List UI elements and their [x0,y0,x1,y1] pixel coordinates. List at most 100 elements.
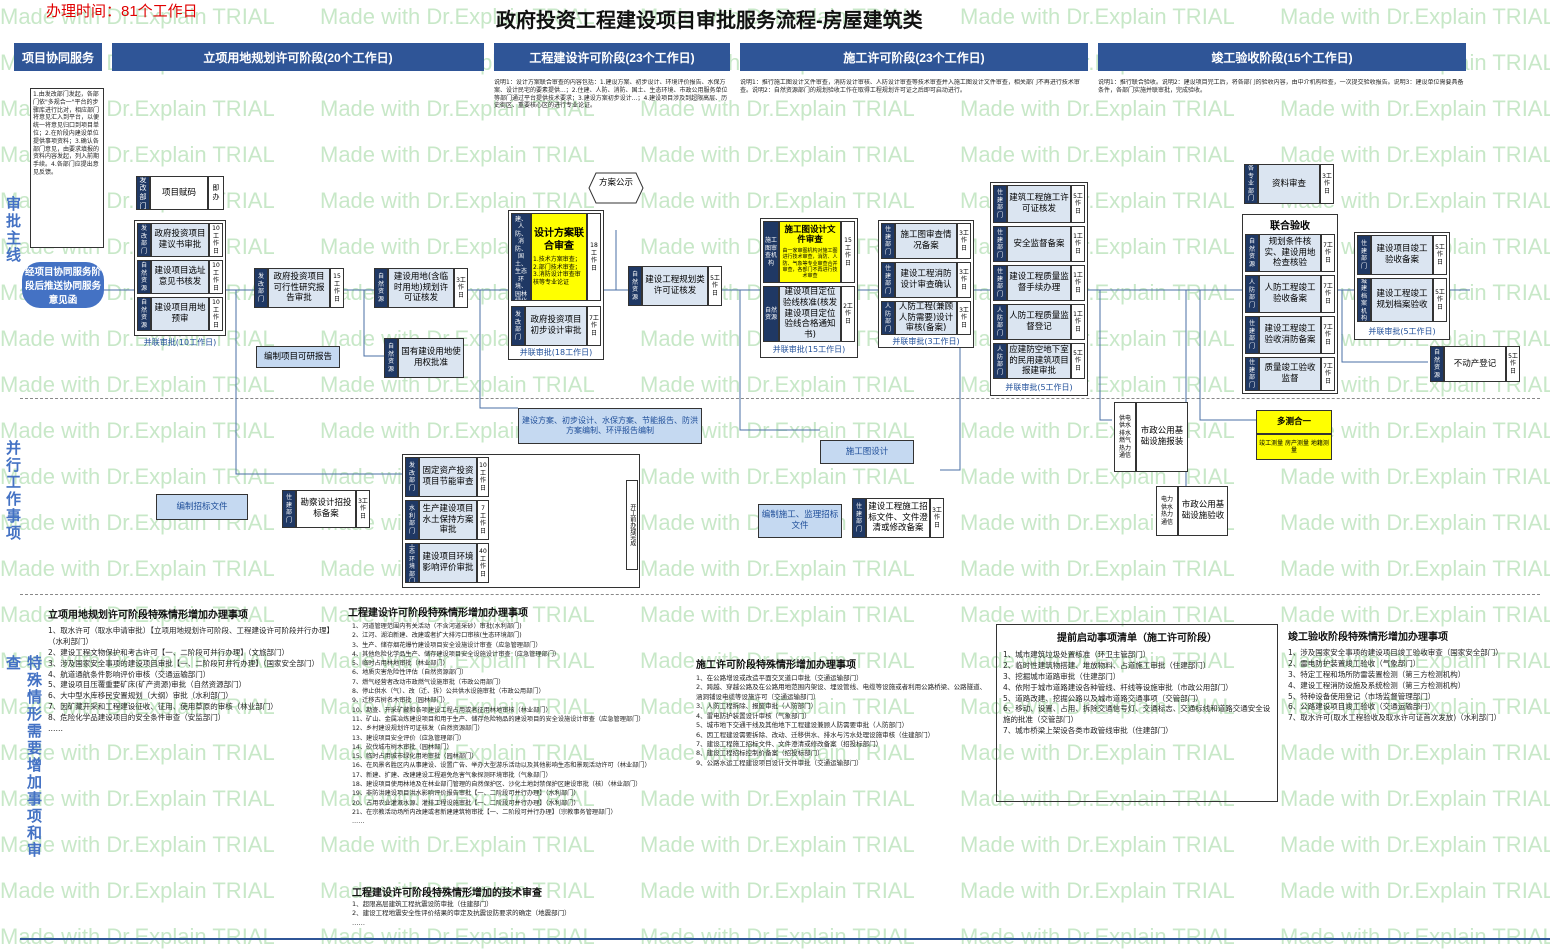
p4-muni-apply[interactable]: 市政公用基础设施报装 [1136,402,1188,472]
p4-f-dept: 城建档案机构 [1357,278,1371,322]
p2-design-title: 设计方案联合审查 [534,228,584,252]
p3-drawing-review[interactable]: 施工图设计文件审查 由一家审图机构对施工图进行技术审查，消防、人防、气象等专业审… [779,221,841,283]
p2-joint-label: 并联审批(18工作日) [519,348,593,357]
s4-item: 4、依附于城市道路建设各种管线、杆线等设施审批（市政公用部门） [1003,682,1233,692]
p3-joint2-label: 并联审批(3工作日) [892,337,960,346]
s2-title: 工程建设许可阶段特殊情形增加办理事项 [348,608,528,619]
page-title: 政府投资工程建设项目审批服务流程-房屋建筑类 [496,10,923,32]
s2b-list: 1、超限高层建筑工程抗震设防审批（住建部门） 2、建设工程地震安全性评价结果的审… [352,900,686,928]
par-survey-dept: 住建部门 [282,490,296,528]
p3-construction-drawing[interactable]: 施工图设计 [820,440,914,464]
par-c-dept: 生态环境部门 [405,543,419,583]
s2-item: 11、矿山、金属冶炼建设项目和用于生产、储存危险物品的建设项目的安全设施设计审查… [352,715,645,723]
p1-feasibility-approval[interactable]: 政府投资项目可行性研究报告审批 [268,268,330,308]
p4-completion-record[interactable]: 建设项目竣工验收备案 [1371,235,1433,275]
par-energy-review[interactable]: 固定资产投资项目节能审查 [419,457,477,497]
phase-construction: 施工许可阶段(23个工作日) [740,43,1088,71]
p4-fire-acceptance[interactable]: 建设工程竣工验收消防备案 [1259,316,1321,354]
p3-a-dept: 住建部门 [881,223,895,259]
p4-a-days: 7工作日 [1321,234,1335,272]
s4-list: 1、城市建筑垃圾处置核准（环卫主管部门） 2、临时性建筑物搭建、堆放物料、占道施… [1003,650,1271,737]
s2-item: 19、非防洪建设项目洪水影响评价报告审批【一、二阶段可并行办理】（水利部门） [352,790,580,798]
p2-design-joint-review[interactable]: 设计方案联合审查 1.技术方案审查；2.部门技术审查；3.消防设计审查审核等专业… [531,213,587,301]
par-b-days: 7工作日 [477,500,489,540]
par-b-dept: 水利部门 [405,500,419,540]
p1-proposal-approval[interactable]: 政府投资项目建议书审批 [151,223,209,257]
p3-construction-permit[interactable]: 建筑工程施工许可证核发 [1007,185,1071,223]
p2-plan-publicity[interactable]: 方案公示 [598,178,633,188]
s1-item: 2、建设工程文物保护和考古许可【一、二阶段可并行办理】（文旅部门） [48,647,290,657]
p2-planning-license[interactable]: 建设工程规划类许可证核发 [642,266,708,306]
p2-parallel-prep[interactable]: 建设方案、初步设计、水保方案、节能报告、防洪方案编制、环评报告编制 [518,408,702,444]
p1-e-dept: 自然资源 [374,268,388,308]
p3-h-days: 5工作日 [1071,343,1085,379]
p3-d-days: 5工作日 [1071,185,1085,223]
p4-muni-acceptance[interactable]: 市政公用基础设施验收 [1178,486,1228,536]
p1-joint-label: 并联审批(10工作日) [143,338,217,347]
p3-bid-docs[interactable]: 编制施工、监理招标文件 [758,504,842,538]
s2-item: 18、建设项目使用林地及在林业部门管理的自然保护区、沙化土地封禁保护区建设审批（… [352,781,642,789]
p3-bidrec-dept: 住建部门 [852,498,866,538]
par-soil-water[interactable]: 生产建设项目水土保持方案审批 [419,500,477,540]
par-survey-days: 3工作日 [356,490,370,528]
p3-bid-record[interactable]: 建设工程施工招标文件、文件澄清或修改备案 [866,498,930,538]
par-bid-docs[interactable]: 编制招标文件 [156,494,248,520]
s1-item: 7、因矿藏开采和工程建设征收、征用、使用草原的审核（林业部门） [48,702,278,712]
p1-feasibility-report[interactable]: 编制项目可研报告 [256,346,340,368]
p2-review-depts: 住建、人防、消防、国土、生态环境、园林绿化 [511,213,531,301]
p4-data-review[interactable]: 资料审查 [1258,164,1320,204]
coord-oval[interactable]: 经项目协同服务阶段后推送协同服务意见函 [22,262,104,308]
par-survey-record[interactable]: 勘察设计招投标备案 [296,490,356,528]
p3-b-days: 3工作日 [957,262,971,298]
s3-item: 9、公路水运工程建设项目设计文件审批（交通运输部门） [696,758,863,767]
p3-quality-supervision[interactable]: 建设工程质量监督手续办理 [1007,265,1071,301]
p4-property-register[interactable]: 不动产登记 [1444,346,1506,382]
par-before-start: 开工前办理完成 [626,480,638,570]
p3-fire-design-check[interactable]: 建设工程消防设计审查确认 [895,262,957,298]
p4-b-dept: 人防部门 [1245,275,1259,313]
par-eia-approval[interactable]: 建设项目环境影响评价审批 [419,543,477,583]
s5-item: 2、雷电防护装置竣工验收（气象部门） [1288,658,1421,668]
p3-drawing-record[interactable]: 施工图审查情况备案 [895,223,957,259]
p1-land-pre-review[interactable]: 建设项目用地预审 [151,297,209,331]
p3-g-days: 1工作日 [1071,304,1085,340]
p4-multi-survey-items: 竣工测量 房产测量 地籍测量 [1256,434,1332,460]
p4-f-days: 5工作日 [1433,278,1447,322]
s2-item: 14、砍伐城市树木审批（园林部门） [352,743,453,751]
s2-item: 16、在风景名胜区内从事建设、设置广告、举办大型游乐活动以及其他影响生态和景观活… [352,762,651,770]
s1-item: 8、危险化学品建设项目的安全条件审查（安监部门） [48,713,226,722]
p1-a-dept: 发改部门 [137,223,151,257]
s3-item: 3、人防工程拆除、报废审批（人防部门） [696,702,818,711]
p1-land-planning-permit[interactable]: 建设用地(含临时用地)规划许可证核发 [388,268,454,308]
s2-item: 7、燃气经营者改动市政燃气设施审批（市政公用部门） [352,678,505,686]
p4-d-dept: 住建部门 [1245,357,1259,391]
p3-position-verify[interactable]: 建设项目定位验线核准(核发建设项目定位验线合格通知书) [779,286,841,342]
p1-fagai-dept: 发改部门 [136,176,150,210]
s4-item: 3、挖掘城市道路审批（住建部门） [1003,671,1121,681]
p3-e-dept: 住建部门 [993,226,1007,262]
p2-preliminary-design[interactable]: 政府投资项目初步设计审批 [525,306,587,346]
acceptance-note: 说明1：推行联合验收。说明2：建设项目完工后，将各部门的验收内容，由中介机构检查… [1098,79,1464,94]
p3-civil-quality-register[interactable]: 人防工程质量监督登记 [1007,304,1071,340]
lane-special: 特殊情形需要增加事项和审查 [4,655,42,859]
s3-item: 2、跨越、穿越公路及在公路用地范围内架设、埋设管线、电缆等设施或者利用公路桥梁、… [696,683,987,701]
p3-air-defense-basement[interactable]: 应建防空地下室的民用建筑项目报建审批 [1007,343,1071,379]
p3-safety-supervision[interactable]: 安全监督备案 [1007,226,1071,262]
p4-multi-survey[interactable]: 多测合一 [1256,410,1332,434]
p3-c-days: 3工作日 [957,301,971,335]
p4-joint-title: 联合验收 [1270,221,1310,232]
p4-planning-verify[interactable]: 规划条件核实、建设用地检查核验 [1259,234,1321,272]
p1-land-use-right[interactable]: 国有建设用地使用权批准 [398,338,464,378]
p4-archive-acceptance[interactable]: 建设工程竣工规划档案验收 [1371,278,1433,322]
p4-civil-acceptance[interactable]: 人防工程竣工验收备案 [1259,275,1321,313]
p4-data-dept: 各专业部门 [1244,164,1258,204]
p4-quality-acceptance[interactable]: 质量竣工验收监督 [1259,357,1321,391]
p1-project-code[interactable]: 项目赋码 [150,176,208,210]
p2-lic-dept: 自然资源 [628,266,642,306]
p1-immediate: 即办 [208,176,224,210]
s2-item: 17、新建、扩建、改建建设工程避免危害气象探测环境审批（气象部门） [352,771,552,779]
p3-civil-defense-design[interactable]: 人防工程(兼顾人防需要)设计审核(备案) [895,301,957,335]
p1-site-opinion[interactable]: 建设项目选址意见书核发 [151,260,209,294]
p3-f-dept: 住建部门 [993,265,1007,301]
s1-item: 5、建设项目压覆重要矿床(矿产资源)审批（自然资源部门） [48,680,247,690]
